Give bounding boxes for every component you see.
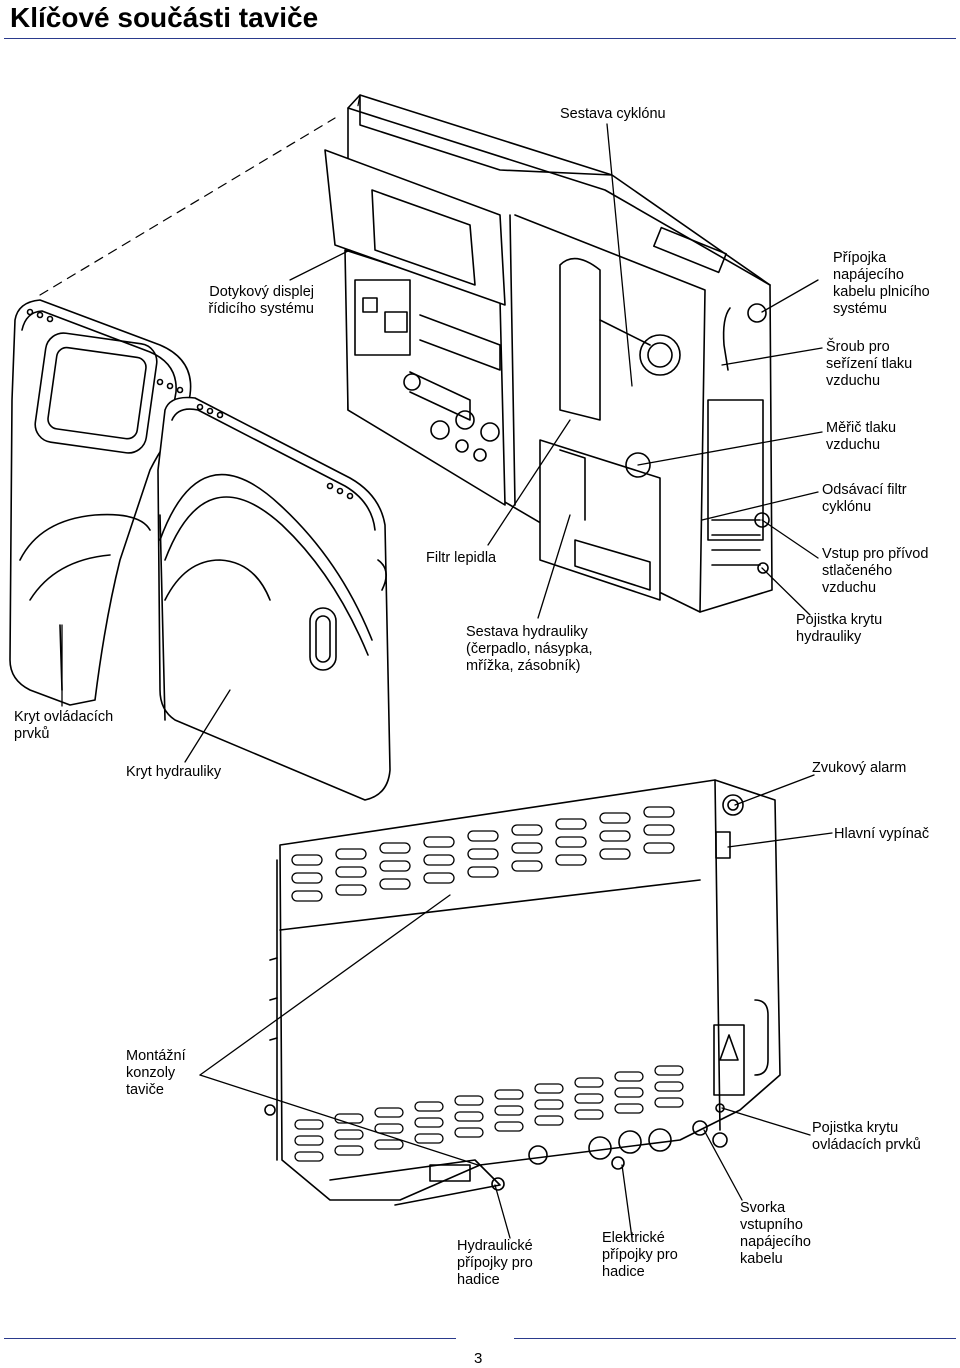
page-title: Klíčové součásti taviče [10,2,319,33]
label-main-switch: Hlavní vypínač [834,826,930,842]
back-view-drawing [264,779,781,1206]
footer-rule-left [4,1338,456,1339]
label-power-cable-connection: Přípojka napájecího kabelu plnicího syst… [833,250,930,317]
title-rule [4,38,956,39]
cabinet-drawing [324,94,773,613]
label-compressed-air-inlet: Vstup pro přívod stlačeného vzduchu [822,546,929,596]
label-hydraulics-cover: Kryt hydrauliky [126,764,222,780]
label-cyclone-assembly: Sestava cyklónu [560,106,666,122]
label-hydraulics-assembly: Sestava hydrauliky (čerpadlo, násypka, m… [466,624,593,674]
label-electric-hose-connections: Elektrické přípojky pro hadice [602,1230,678,1280]
covers-drawing [9,94,391,801]
label-air-pressure-gauge: Měřič tlaku vzduchu [826,420,897,453]
label-hydraulic-hose-connections: Hydraulické přípojky pro hadice [457,1238,533,1288]
label-mounting-brackets: Montážní konzoly taviče [126,1048,186,1098]
label-cyclone-exhaust-filter: Odsávací filtr cyklónu [822,482,907,515]
label-control-cover-lock: Pojistka krytu ovládacích prvků [812,1120,921,1153]
label-audible-alarm: Zvukový alarm [812,760,907,776]
page-number: 3 [474,1350,483,1367]
label-control-cover: Kryt ovládacích prvků [14,709,114,742]
footer-rule-right [514,1338,956,1339]
label-power-input-terminal: Svorka vstupního napájecího kabelu [740,1200,811,1267]
label-glue-filter: Filtr lepidla [426,550,497,566]
leader-lines [61,123,833,1239]
label-air-pressure-screw: Šroub pro seřízení tlaku vzduchu [826,339,913,389]
label-touch-display: Dotykový displej řídicího systému [208,284,314,317]
label-hydraulics-cover-lock: Pojistka krytu hydrauliky [796,612,883,645]
